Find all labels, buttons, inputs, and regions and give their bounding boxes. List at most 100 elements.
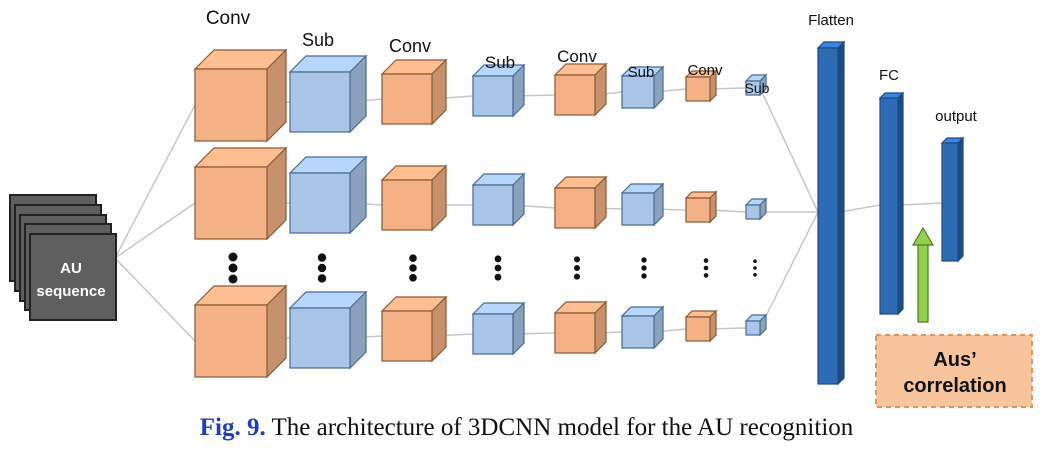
ellipsis-dot	[494, 273, 502, 281]
ellipsis-dots-column	[494, 255, 502, 281]
sub-cube	[620, 305, 665, 350]
ellipsis-dot	[409, 274, 417, 282]
ellipsis-dot	[753, 266, 757, 270]
ellipsis-dots-column	[753, 259, 757, 277]
layer-label-conv: Conv	[557, 47, 597, 66]
flatten-connector-line	[759, 211, 819, 329]
cube-front	[289, 172, 351, 234]
ellipsis-dot	[228, 252, 238, 262]
cube-front	[554, 187, 596, 229]
input-connector-line	[114, 257, 196, 342]
input-connector-line	[114, 104, 196, 259]
conv-cube	[553, 300, 608, 355]
ellipsis-dots-column	[574, 256, 580, 280]
up-arrow-icon	[911, 226, 935, 323]
cube-front	[745, 80, 761, 96]
fc-label: FC	[879, 67, 899, 84]
conv-cube	[380, 58, 448, 126]
ellipsis-dots-column	[409, 254, 417, 282]
cube-side	[709, 309, 717, 343]
figure-number: Fig. 9.	[199, 414, 266, 441]
conv-cube	[380, 295, 448, 363]
conv-cube	[380, 164, 448, 232]
conv-cube	[553, 175, 608, 230]
arrow-head	[911, 226, 935, 246]
input-label-au: AU	[60, 260, 82, 277]
sub-cube	[471, 63, 526, 118]
bar-front	[817, 47, 839, 385]
ellipsis-dots-column	[641, 257, 647, 279]
layer-cubes	[193, 48, 768, 379]
ellipsis-dot	[574, 265, 580, 271]
ellipsis-dot	[317, 253, 327, 262]
ellipsis-dot	[703, 265, 709, 271]
aus-correlation-box	[875, 334, 1033, 408]
sub-cube	[288, 54, 368, 134]
figure-caption: Fig. 9. The architecture of 3DCNN model …	[0, 414, 1053, 442]
sub-cube	[744, 313, 768, 337]
conv-cube	[553, 62, 608, 117]
cube-front	[472, 184, 514, 226]
ellipsis-dot	[753, 273, 757, 277]
layer-label-sub: Sub	[485, 53, 515, 72]
layer-label-sub: Sub	[628, 64, 655, 81]
ellipsis-dots-column	[317, 253, 327, 283]
correlation-label-line2: correlation	[903, 375, 1006, 397]
cube-front	[554, 74, 596, 116]
sub-cube	[471, 301, 526, 356]
bar-side	[957, 136, 964, 263]
au-sequence-input	[9, 194, 117, 321]
dense-bars	[816, 40, 965, 386]
layer-label-conv: Conv	[389, 36, 431, 56]
ellipsis-dot	[641, 273, 647, 279]
fc-connector-line	[839, 204, 881, 213]
ellipsis-dot	[753, 259, 757, 264]
cube-front	[289, 307, 351, 369]
sub-cube	[620, 65, 665, 110]
cube-front	[745, 320, 761, 336]
ellipsis-dot	[574, 256, 580, 263]
flatten-bar	[816, 40, 846, 386]
sub-cube	[620, 182, 665, 227]
cube-front	[381, 73, 433, 125]
cube-front	[472, 75, 514, 117]
ellipsis-dot	[703, 273, 709, 278]
ellipsis-dot	[317, 274, 327, 283]
cube-front	[194, 166, 268, 240]
cube-front	[621, 315, 655, 349]
ellipsis-dot	[494, 264, 502, 272]
ellipsis-dot	[409, 264, 417, 272]
ellipsis-dot	[703, 258, 709, 263]
output-label: output	[935, 108, 978, 125]
cube-front	[381, 179, 433, 231]
conv-cube	[684, 69, 718, 103]
bar-side	[837, 40, 845, 386]
layer-label-sub: Sub	[302, 30, 334, 50]
sub-cube	[288, 290, 368, 370]
cube-side	[709, 190, 717, 224]
bar-front	[941, 142, 959, 262]
cube-front	[621, 192, 655, 226]
cube-front	[685, 76, 711, 102]
output-bar	[940, 136, 965, 263]
cube-front	[554, 312, 596, 354]
conv-cube	[193, 146, 288, 241]
cube-front	[685, 197, 711, 223]
layer-label-conv: Conv	[687, 62, 723, 79]
flatten-label: Flatten	[808, 12, 854, 29]
ellipsis-dots-column	[703, 258, 709, 278]
ellipsis-dot	[409, 254, 417, 262]
input-connector-line	[114, 202, 196, 259]
arrow-shaft	[917, 243, 929, 323]
output-connector-line	[900, 202, 943, 206]
input-label-sequence: sequence	[36, 283, 105, 300]
ellipsis-dot	[228, 274, 238, 284]
caption-text: The architecture of 3DCNN model for the …	[265, 414, 854, 441]
layer-label-conv: Conv	[206, 8, 251, 29]
input-panel	[29, 233, 117, 321]
conv-cube	[684, 309, 718, 343]
cube-front	[472, 313, 514, 355]
ellipsis-dot	[641, 265, 647, 271]
ellipsis-dot	[494, 255, 502, 263]
